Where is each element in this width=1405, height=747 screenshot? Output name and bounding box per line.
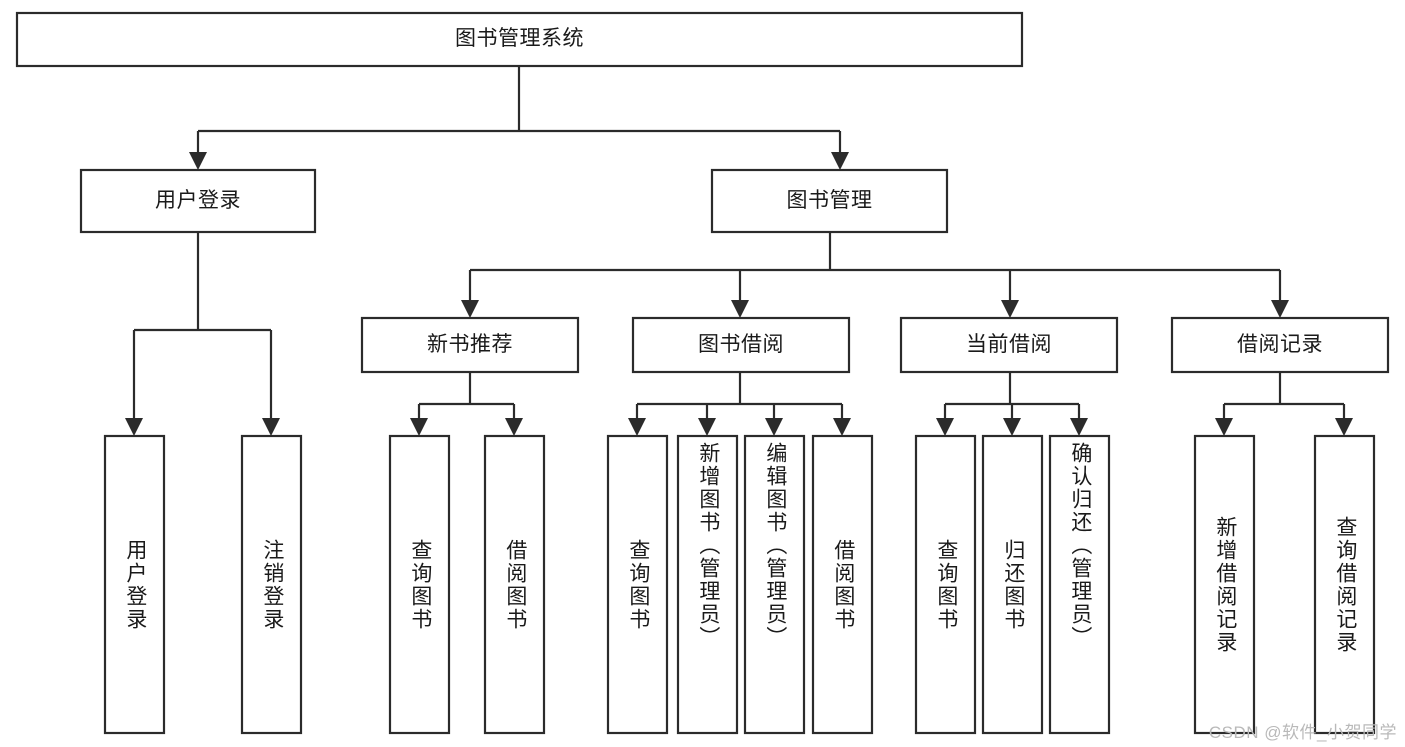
node-box-new-book-recommend[interactable]: [360, 316, 580, 374]
node-box-leaf-borrow-1[interactable]: [676, 434, 739, 735]
connectors-root-to-level2: [189, 66, 849, 170]
node-box-leaf-current-0[interactable]: [914, 434, 977, 735]
node-box-leaf-borrow-0[interactable]: [606, 434, 669, 735]
node-box-leaf-new-book-1[interactable]: [483, 434, 546, 735]
node-box-leaf-current-2[interactable]: [1048, 434, 1111, 735]
connectors-level2-to-level3: [125, 232, 1289, 436]
node-box-root[interactable]: [15, 11, 1024, 68]
node-box-borrow-record[interactable]: [1170, 316, 1390, 374]
node-box-leaf-borrow-3[interactable]: [811, 434, 874, 735]
node-box-leaf-record-1[interactable]: [1313, 434, 1376, 735]
node-box-book-borrow[interactable]: [631, 316, 851, 374]
node-box-user-login[interactable]: [79, 168, 317, 234]
node-box-leaf-new-book-0[interactable]: [388, 434, 451, 735]
node-box-leaf-current-1[interactable]: [981, 434, 1044, 735]
node-box-leaf-record-0[interactable]: [1193, 434, 1256, 735]
node-box-leaf-user-login-1[interactable]: [240, 434, 303, 735]
node-box-leaf-borrow-2[interactable]: [743, 434, 806, 735]
node-box-leaf-user-login-0[interactable]: [103, 434, 166, 735]
node-box-book-management[interactable]: [710, 168, 949, 234]
connectors-level3-to-leaves: [410, 372, 1353, 436]
node-box-current-borrow[interactable]: [899, 316, 1119, 374]
